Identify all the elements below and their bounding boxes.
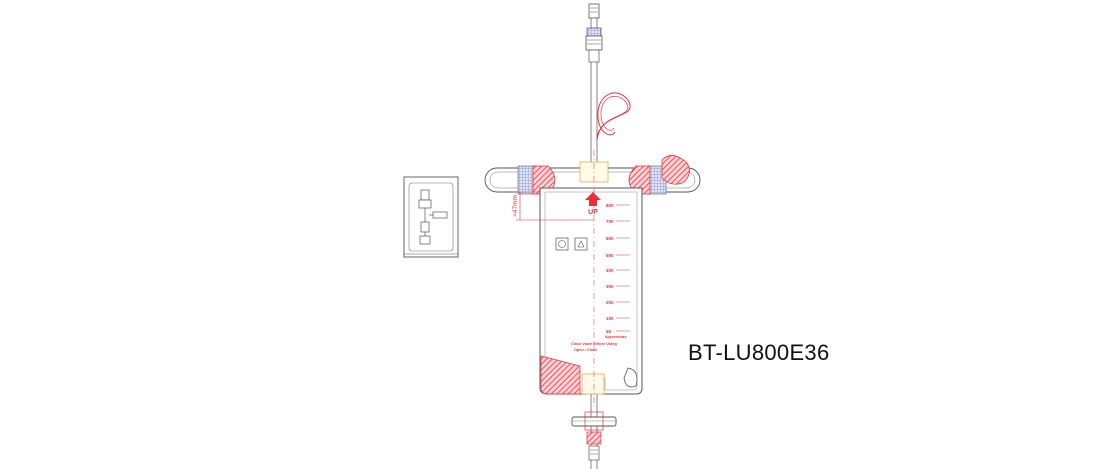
inlet-tube <box>590 62 631 168</box>
warning-icons <box>555 237 588 251</box>
scale-mark-label: 600 <box>606 236 614 241</box>
scale-mark-label: 300 <box>606 284 614 289</box>
valve-note-line2: Open / Close <box>574 348 597 352</box>
scale-note: Approximate <box>605 335 626 339</box>
scale-mark-label: 800 <box>606 203 614 208</box>
scale-mark-label: 50 <box>606 329 612 334</box>
model-code: BT-LU800E36 <box>688 340 830 365</box>
top-connector <box>585 3 603 63</box>
drain-valve <box>571 394 617 469</box>
scale-mark-label: 700 <box>606 219 614 224</box>
scale-mark-label: 400 <box>606 268 614 273</box>
scale-mark-label: 100 <box>606 316 614 321</box>
scale-mark-label: 200 <box>606 300 614 305</box>
valve-note-line1: Close Valve Before Using <box>571 342 617 346</box>
up-label: UP <box>588 209 598 216</box>
scale-mark-label: 500 <box>606 253 614 258</box>
bag-body: UP >47mm 800 700 600 500 400 300 200 100 50Appro… <box>512 150 643 410</box>
package-detail-inset <box>403 176 459 258</box>
dimension-label: >47mm <box>512 195 519 217</box>
